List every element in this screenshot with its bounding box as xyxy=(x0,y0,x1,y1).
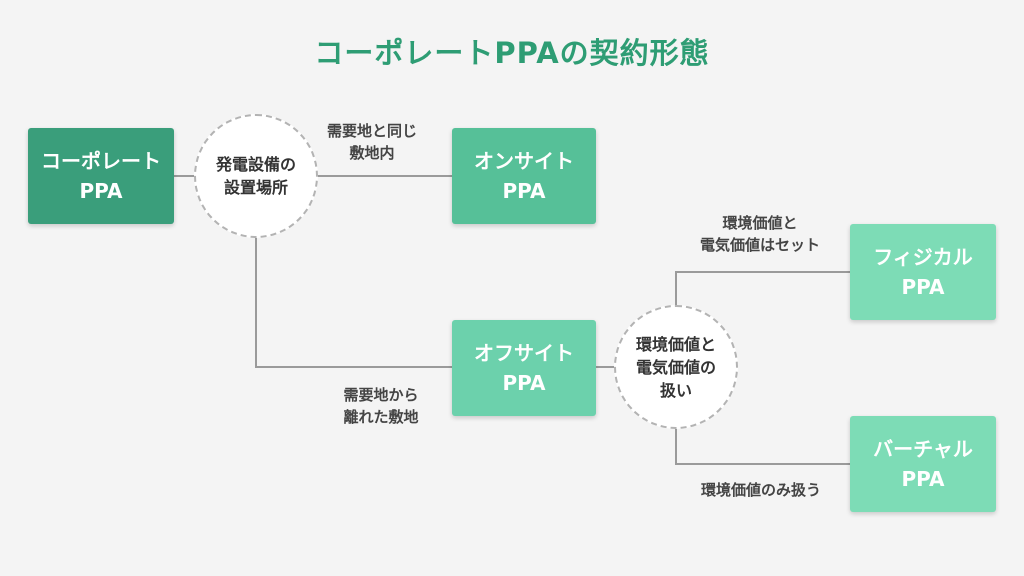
circle-label-line1: 発電設備の xyxy=(215,155,296,174)
node-label-line1: フィジカル xyxy=(873,245,973,269)
node-label-line1: コーポレート xyxy=(41,149,161,173)
circle-label-line2: 設置場所 xyxy=(223,178,288,197)
connector-location-to-offsite xyxy=(255,238,452,368)
connector-value-to-virtual xyxy=(675,429,850,465)
edge-label-line1: 需要地から xyxy=(343,386,419,404)
node-label-line2: PPA xyxy=(502,179,546,203)
circle-label-line3: 扱い xyxy=(659,380,692,400)
connector-value-to-physical xyxy=(675,271,850,305)
virtual-ppa-node: バーチャル PPA xyxy=(850,416,996,512)
onsite-edge-label: 需要地と同じ 敷地内 xyxy=(318,120,426,164)
node-label-line2: PPA xyxy=(502,371,546,395)
node-label-line1: バーチャル xyxy=(873,437,973,461)
location-circle-node: 発電設備の 設置場所 xyxy=(194,114,318,238)
physical-ppa-node: フィジカル PPA xyxy=(850,224,996,320)
offsite-ppa-node: オフサイト PPA xyxy=(452,320,596,416)
edge-label-line1: 需要地と同じ xyxy=(326,122,417,140)
edge-label-line1: 環境価値と xyxy=(722,214,798,232)
edge-label-line2: 敷地内 xyxy=(349,144,395,162)
physical-edge-label: 環境価値と 電気価値はセット xyxy=(680,212,840,256)
node-label-line2: PPA xyxy=(901,467,945,491)
corporate-ppa-node: コーポレート PPA xyxy=(28,128,174,224)
virtual-edge-label: 環境価値のみ扱う xyxy=(678,479,844,501)
offsite-edge-label: 需要地から 離れた敷地 xyxy=(326,384,436,428)
page-title: コーポレートPPAの契約形態 xyxy=(314,36,710,70)
circle-label-line2: 電気価値の xyxy=(635,357,716,377)
edge-label-line2: 電気価値はセット xyxy=(699,236,820,254)
edge-label-line1: 環境価値のみ扱う xyxy=(700,481,821,499)
node-label-line2: PPA xyxy=(901,275,945,299)
node-label-line1: オフサイト xyxy=(474,341,574,365)
onsite-ppa-node: オンサイト PPA xyxy=(452,128,596,224)
node-label-line1: オンサイト xyxy=(474,149,574,173)
circle-label-line1: 環境価値と xyxy=(635,334,716,354)
value-circle-node: 環境価値と 電気価値の 扱い xyxy=(614,305,738,429)
edge-label-line2: 離れた敷地 xyxy=(343,408,419,426)
node-label-line2: PPA xyxy=(79,179,123,203)
